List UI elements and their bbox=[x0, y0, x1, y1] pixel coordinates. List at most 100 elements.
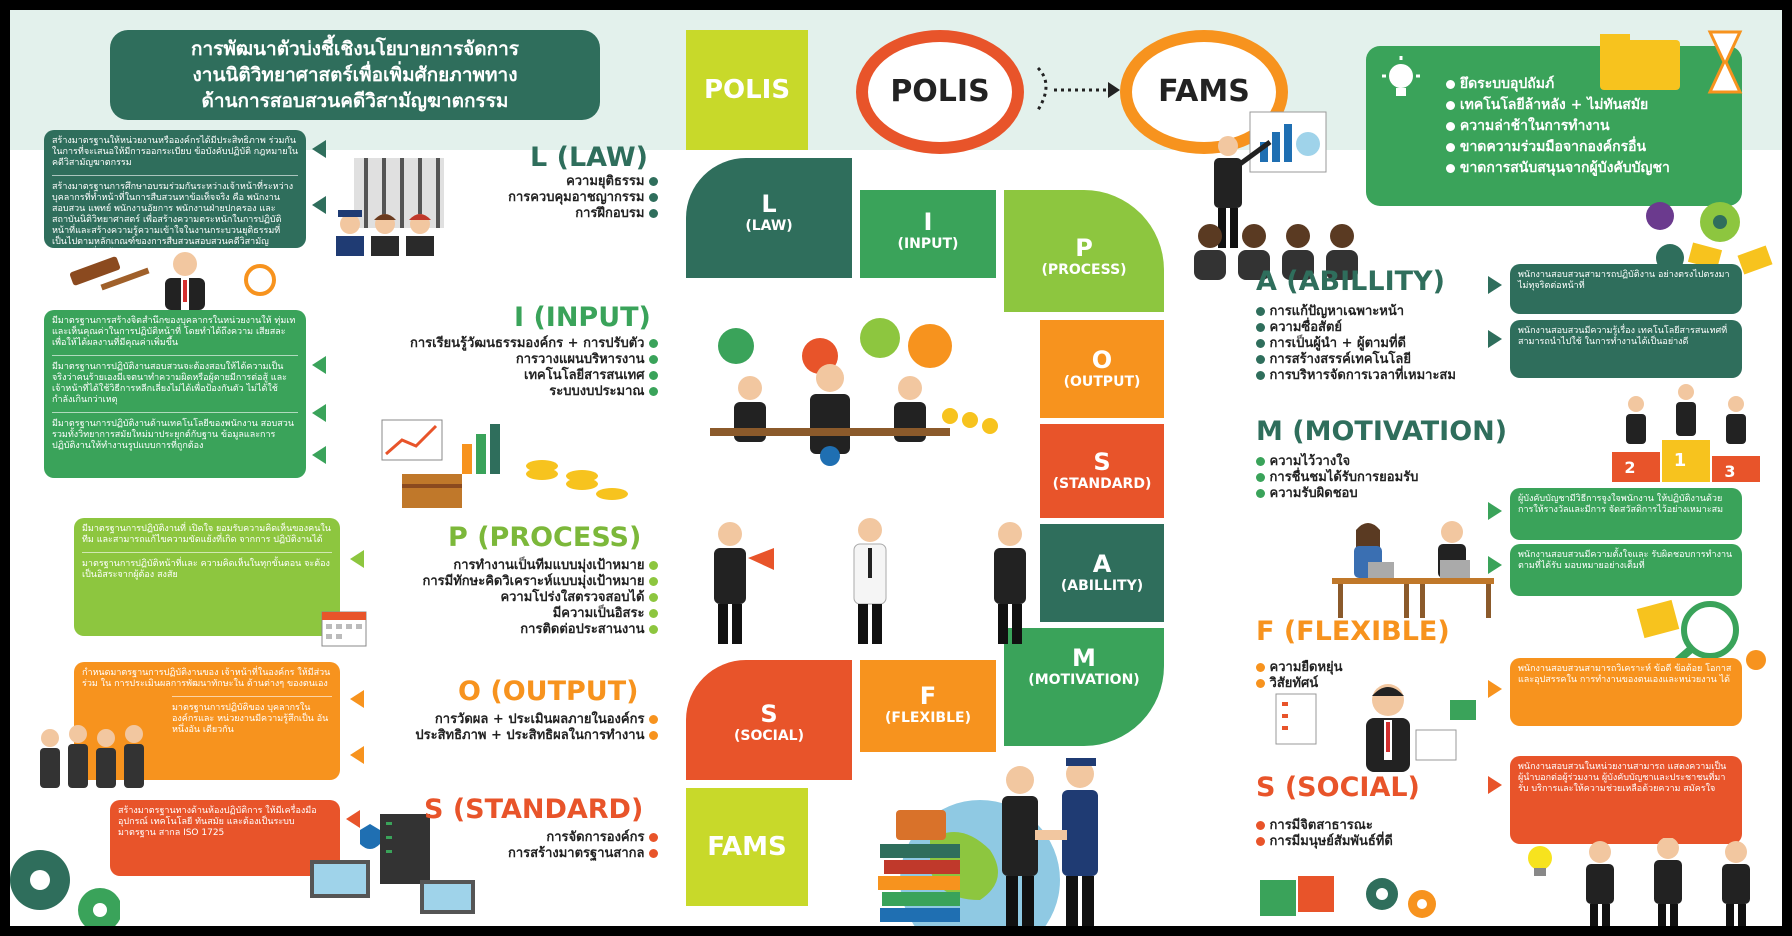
three-men-illustration bbox=[700, 518, 1040, 648]
flexible-list: ความยืดหยุ่น วิสัยทัศน์ bbox=[1256, 660, 1343, 692]
problem-item: เทคโนโลยีล้าหลัง + ไม่ทันสมัย bbox=[1459, 97, 1649, 113]
social-item: การมีมนุษย์สัมพันธ์ที่ดี bbox=[1269, 834, 1393, 849]
social-list: การมีจิตสาธารณะ การมีมนุษย์สัมพันธ์ที่ดี bbox=[1256, 818, 1393, 850]
segment-flexible: F (FLEXIBLE) bbox=[860, 660, 996, 752]
process-item: การทำงานเป็นทีมแบบมุ่งเป้าหมาย bbox=[453, 558, 645, 573]
ability-heading: A (ABILLITY) bbox=[1256, 266, 1445, 297]
finance-illustration bbox=[372, 414, 642, 514]
polis-label: POLIS bbox=[703, 75, 791, 105]
business-team-illustration bbox=[700, 316, 1030, 466]
segment-standard: S (STANDARD) bbox=[1040, 424, 1164, 518]
bullet-icon bbox=[649, 193, 658, 202]
process-info-2: มาตรฐานการปฏิบัติหน้าที่และ ความคิดเห็นใ… bbox=[82, 552, 332, 581]
output-arrow-2 bbox=[350, 746, 364, 764]
motivation-list: ความไว้วางใจ การชื่นชมได้รับการยอมรับ คว… bbox=[1256, 454, 1418, 502]
bullet-icon bbox=[649, 177, 658, 186]
law-arrow-1 bbox=[312, 140, 326, 158]
segment-social-label: (SOCIAL) bbox=[733, 728, 805, 744]
problem-item: ความล่าช้าในการทำงาน bbox=[1459, 118, 1610, 134]
ability-info-1: พนักงานสอบสวนสามารถปฏิบัติงาน อย่างตรงไป… bbox=[1510, 264, 1742, 314]
title-line-3: ด้านการสอบสวนคดีวิสามัญฆาตกรรม bbox=[201, 90, 509, 112]
input-list: การเรียนรู้วัฒนธรรมองค์กร + การปรับตัว ก… bbox=[410, 336, 658, 400]
output-heading: O (OUTPUT) bbox=[458, 676, 639, 707]
output-info-2: มาตรฐานการปฏิบัติของ บุคลากรในองค์กรและ … bbox=[172, 696, 332, 736]
bullet-icon bbox=[1446, 100, 1455, 110]
motivation-heading: M (MOTIVATION) bbox=[1256, 416, 1508, 447]
bullet-icon bbox=[1446, 142, 1455, 152]
bullet-icon bbox=[1256, 355, 1265, 364]
fams-block: FAMS bbox=[686, 788, 808, 906]
segment-flexible-letter: F bbox=[919, 682, 937, 710]
bullet-icon bbox=[1446, 79, 1455, 89]
bullet-icon bbox=[649, 339, 658, 348]
input-item: การวางแผนบริหารงาน bbox=[515, 352, 645, 367]
audience-illustration bbox=[1190, 220, 1370, 280]
ability-item: ความซื่อสัตย์ bbox=[1269, 320, 1343, 335]
title-line-2: งานนิติวิทยาศาสตร์เพื่อเพิ่มศักยภาพทาง bbox=[192, 64, 518, 86]
three-officers-illustration bbox=[1576, 837, 1762, 926]
problem-item: ยึดระบบอุปถัมภ์ bbox=[1459, 76, 1555, 92]
segment-output: O (OUTPUT) bbox=[1040, 320, 1164, 418]
bullet-icon bbox=[649, 387, 658, 396]
process-item: การมีทักษะคิดวิเคราะห์แบบมุ่งเป้าหมาย bbox=[422, 574, 645, 589]
output-item: การวัดผล + ประเมินผลภายในองค์กร bbox=[434, 712, 645, 727]
podium-illustration bbox=[1606, 382, 1766, 482]
ability-arrow-1 bbox=[1488, 276, 1502, 294]
process-item: มีความเป็นอิสระ bbox=[552, 606, 645, 621]
page-title: การพัฒนาตัวบ่งชี้เชิงนโยบายการจัดการ งาน… bbox=[110, 30, 600, 120]
bullet-icon bbox=[649, 833, 658, 842]
input-info-box: มีมาตรฐานการสร้างจิตสำนึกของบุคลากรในหน่… bbox=[44, 310, 306, 478]
bullet-icon bbox=[649, 609, 658, 618]
segment-motivation-letter: M bbox=[1072, 644, 1096, 672]
ability-list: การแก้ปัญหาเฉพาะหน้า ความซื่อสัตย์ การเป… bbox=[1256, 304, 1456, 384]
podium-third: 3 bbox=[1724, 462, 1736, 481]
flexible-item: วิสัยทัศน์ bbox=[1269, 676, 1319, 691]
standard-arrow bbox=[346, 810, 360, 828]
standard-heading: S (STANDARD) bbox=[424, 794, 644, 825]
workers-illustration bbox=[1328, 518, 1498, 618]
process-item: ความโปร่งใสตรวจสอบได้ bbox=[500, 590, 645, 605]
law-arrow-2 bbox=[312, 196, 326, 214]
ability-item: การแก้ปัญหาเฉพาะหน้า bbox=[1269, 304, 1405, 319]
bullet-icon bbox=[649, 561, 658, 570]
standard-item: การจัดการองค์กร bbox=[546, 830, 645, 845]
bullet-icon bbox=[649, 371, 658, 380]
motivation-arrow-2 bbox=[1488, 556, 1502, 574]
bullet-icon bbox=[1256, 837, 1265, 846]
segment-output-letter: O bbox=[1091, 346, 1113, 374]
segment-law-label: (LAW) bbox=[745, 218, 793, 234]
segment-standard-label: (STANDARD) bbox=[1052, 476, 1152, 492]
bullet-icon bbox=[1446, 163, 1455, 173]
lightbulb-icon bbox=[1376, 54, 1426, 104]
law-info-2: สร้างมาตรฐานการศึกษาอบรมร่วมกันระหว่างเจ… bbox=[52, 175, 298, 248]
social-arrow bbox=[1488, 776, 1502, 794]
output-arrow-1 bbox=[350, 690, 364, 708]
social-item: การมีจิตสาธารณะ bbox=[1269, 818, 1373, 833]
process-list: การทำงานเป็นทีมแบบมุ่งเป้าหมาย การมีทักษ… bbox=[422, 558, 658, 638]
gear-icon bbox=[10, 830, 122, 926]
bullet-icon bbox=[1256, 663, 1265, 672]
law-info-1: สร้างมาตรฐานให้หน่วยงานหรือองค์กรได้มีปร… bbox=[52, 136, 299, 168]
polis-ring-label: POLIS bbox=[890, 74, 990, 109]
lightbulb-small-icon bbox=[1510, 840, 1570, 880]
segment-social-letter: S bbox=[760, 700, 778, 728]
input-item: ระบบงบประมาณ bbox=[549, 384, 645, 399]
input-info-2: มีมาตรฐานการปฏิบัติงานสอบสวนจะต้องสอบให้… bbox=[52, 355, 298, 406]
flexible-info-1: พนักงานสอบสวนสามารถวิเคราะห์ ข้อดี ข้อด้… bbox=[1510, 658, 1742, 726]
bullet-icon bbox=[1256, 323, 1265, 332]
problem-item: ขาดการสนับสนุนจากผู้บังคับบัญชา bbox=[1459, 160, 1670, 176]
process-item: การติดต่อประสานงาน bbox=[520, 622, 645, 637]
officer-desk-illustration bbox=[1270, 680, 1480, 780]
bullet-icon bbox=[1256, 679, 1265, 688]
segment-standard-letter: S bbox=[1093, 448, 1111, 476]
ability-arrow-2 bbox=[1488, 330, 1502, 348]
motivation-arrow-1 bbox=[1488, 502, 1502, 520]
bullet-icon bbox=[1256, 457, 1265, 466]
bullet-icon bbox=[649, 849, 658, 858]
polis-ring: POLIS bbox=[856, 30, 1024, 154]
gavel-judge-illustration bbox=[60, 250, 290, 310]
bullet-icon bbox=[649, 577, 658, 586]
segment-flexible-label: (FLEXIBLE) bbox=[884, 710, 971, 726]
process-heading: P (PROCESS) bbox=[448, 522, 642, 553]
bullet-icon bbox=[649, 625, 658, 634]
